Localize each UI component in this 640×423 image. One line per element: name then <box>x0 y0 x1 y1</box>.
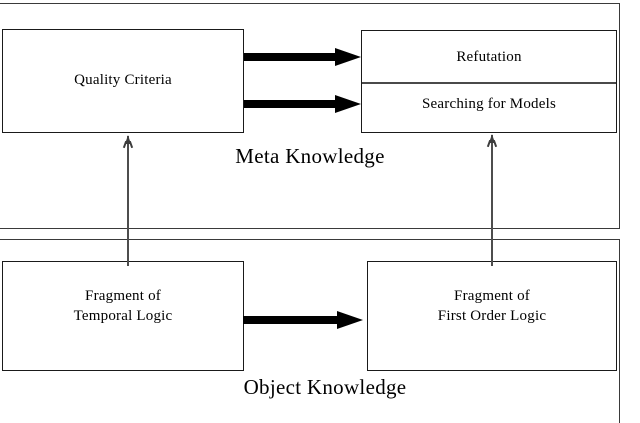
object-knowledge-caption: Object Knowledge <box>243 375 407 399</box>
node-fragment-temporal-logic-label: Fragment of Temporal Logic <box>73 288 173 325</box>
edge-shaft <box>244 100 339 108</box>
arrowhead-icon <box>335 95 361 113</box>
edge-stem <box>127 136 129 266</box>
meta-knowledge-caption: Meta Knowledge <box>235 144 385 168</box>
node-fragment-temporal-logic[interactable]: Fragment of Temporal Logic <box>2 261 244 371</box>
node-meta-methods-box[interactable]: Refutation Searching for Models <box>361 30 617 133</box>
edge-stem <box>491 135 493 266</box>
node-quality-criteria-label: Quality Criteria <box>74 72 172 88</box>
edge-shaft <box>243 316 341 324</box>
meta-knowledge-region <box>0 3 620 229</box>
edge-shaft <box>244 53 339 61</box>
node-searching-for-models-label: Searching for Models <box>422 96 556 112</box>
node-refutation-label: Refutation <box>456 49 522 65</box>
meta-methods-divider <box>362 82 616 84</box>
object-knowledge-region <box>0 239 620 423</box>
node-fragment-first-order-logic-label: Fragment of First Order Logic <box>437 288 547 325</box>
arrowhead-up-icon <box>489 134 495 143</box>
node-quality-criteria[interactable]: Quality Criteria <box>2 29 244 133</box>
arrowhead-icon <box>337 311 363 329</box>
arrowhead-icon <box>335 48 361 66</box>
node-fragment-first-order-logic[interactable]: Fragment of First Order Logic <box>367 261 617 371</box>
arrowhead-up-icon <box>125 135 131 144</box>
